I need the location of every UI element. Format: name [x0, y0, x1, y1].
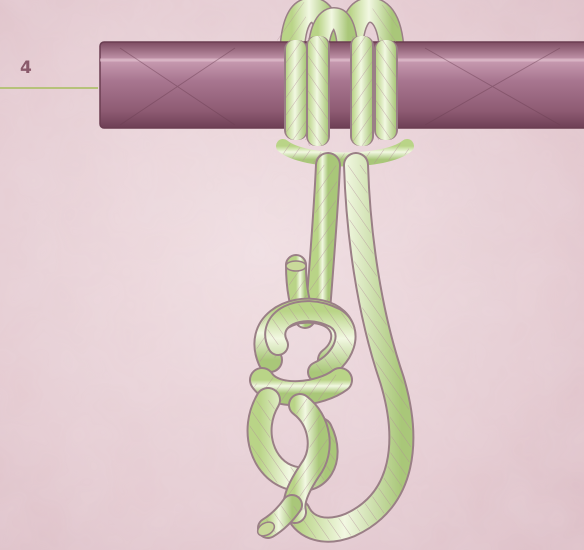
pole — [100, 42, 584, 128]
step-number: 4 — [20, 58, 32, 78]
